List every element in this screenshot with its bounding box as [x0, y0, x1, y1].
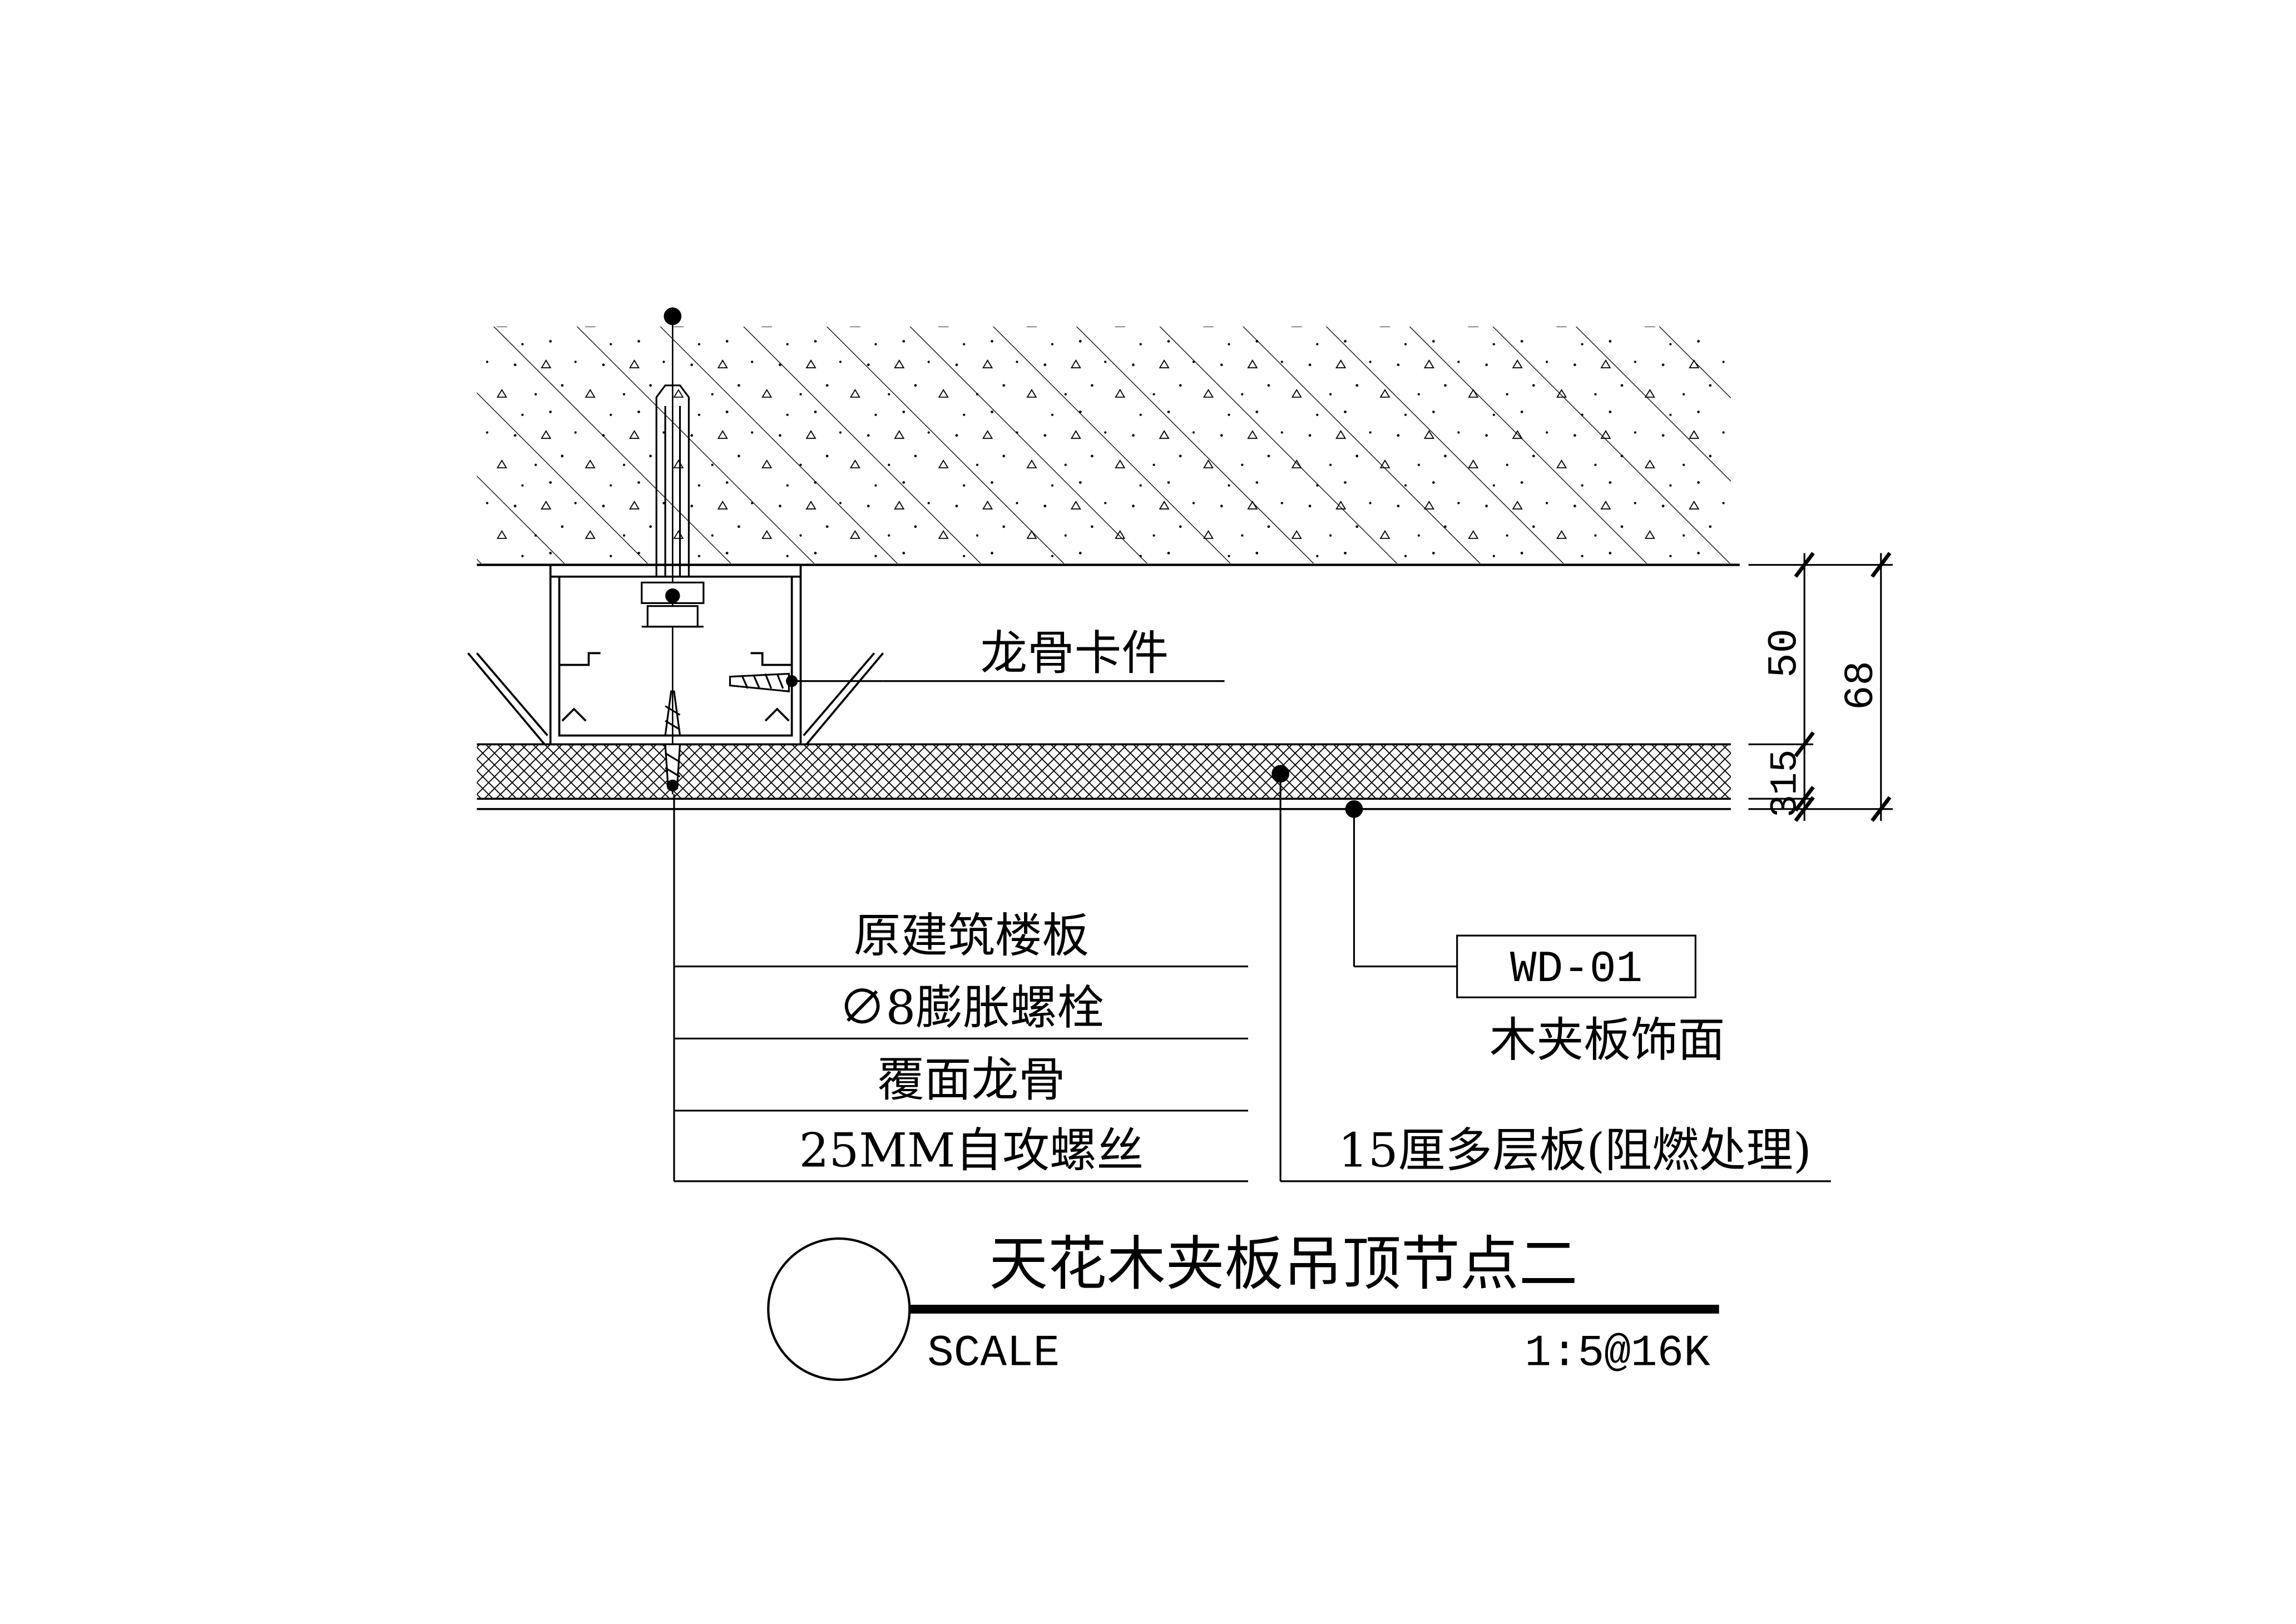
dimension-50: 50 [1761, 628, 1808, 678]
scale-value: 1:5@16K [1525, 1329, 1710, 1379]
scale-label: SCALE [927, 1329, 1060, 1379]
screw-marker-dot-bottom [666, 779, 679, 791]
title-block: 天花木夹板吊顶节点二 SCALE 1:5@16K [767, 1230, 1719, 1382]
finish-code-tag: WD-01 [1510, 944, 1642, 994]
label-floor-slab: 原建筑楼板 [854, 908, 1089, 963]
bolt-marker-dot [665, 588, 680, 603]
label-keel-clip: 龙骨卡件 [980, 625, 1169, 680]
plywood-leader-dot [1271, 765, 1290, 783]
keel-clip [467, 652, 884, 746]
label-screw: 25MM自攻螺丝 [799, 1122, 1144, 1177]
finish-leader-dot [1345, 800, 1363, 818]
plywood-leader [1279, 774, 1831, 1182]
bolt-leader-dot [664, 307, 682, 325]
finish-leader [1353, 809, 1696, 998]
dimension-lines [1748, 552, 1893, 822]
concrete-slab [477, 326, 1740, 566]
label-finish-name: 木夹板饰面 [1490, 1012, 1725, 1067]
self-tapping-screw [664, 672, 790, 790]
drawing-title: 天花木夹板吊顶节点二 [989, 1230, 1577, 1298]
dimension-3: 3 [1764, 795, 1807, 818]
label-plywood: 15厘多层板(阻燃处理) [1338, 1122, 1812, 1177]
label-expansion-bolt: ∅8膨胀螺栓 [839, 980, 1104, 1035]
stacked-label-leaders [673, 794, 1248, 1182]
label-cover-keel: 覆面龙骨 [877, 1052, 1066, 1107]
dimension-68: 68 [1838, 661, 1885, 710]
dimension-15: 15 [1764, 749, 1807, 795]
screw-marker-dot [786, 675, 798, 687]
title-circle [767, 1237, 911, 1382]
